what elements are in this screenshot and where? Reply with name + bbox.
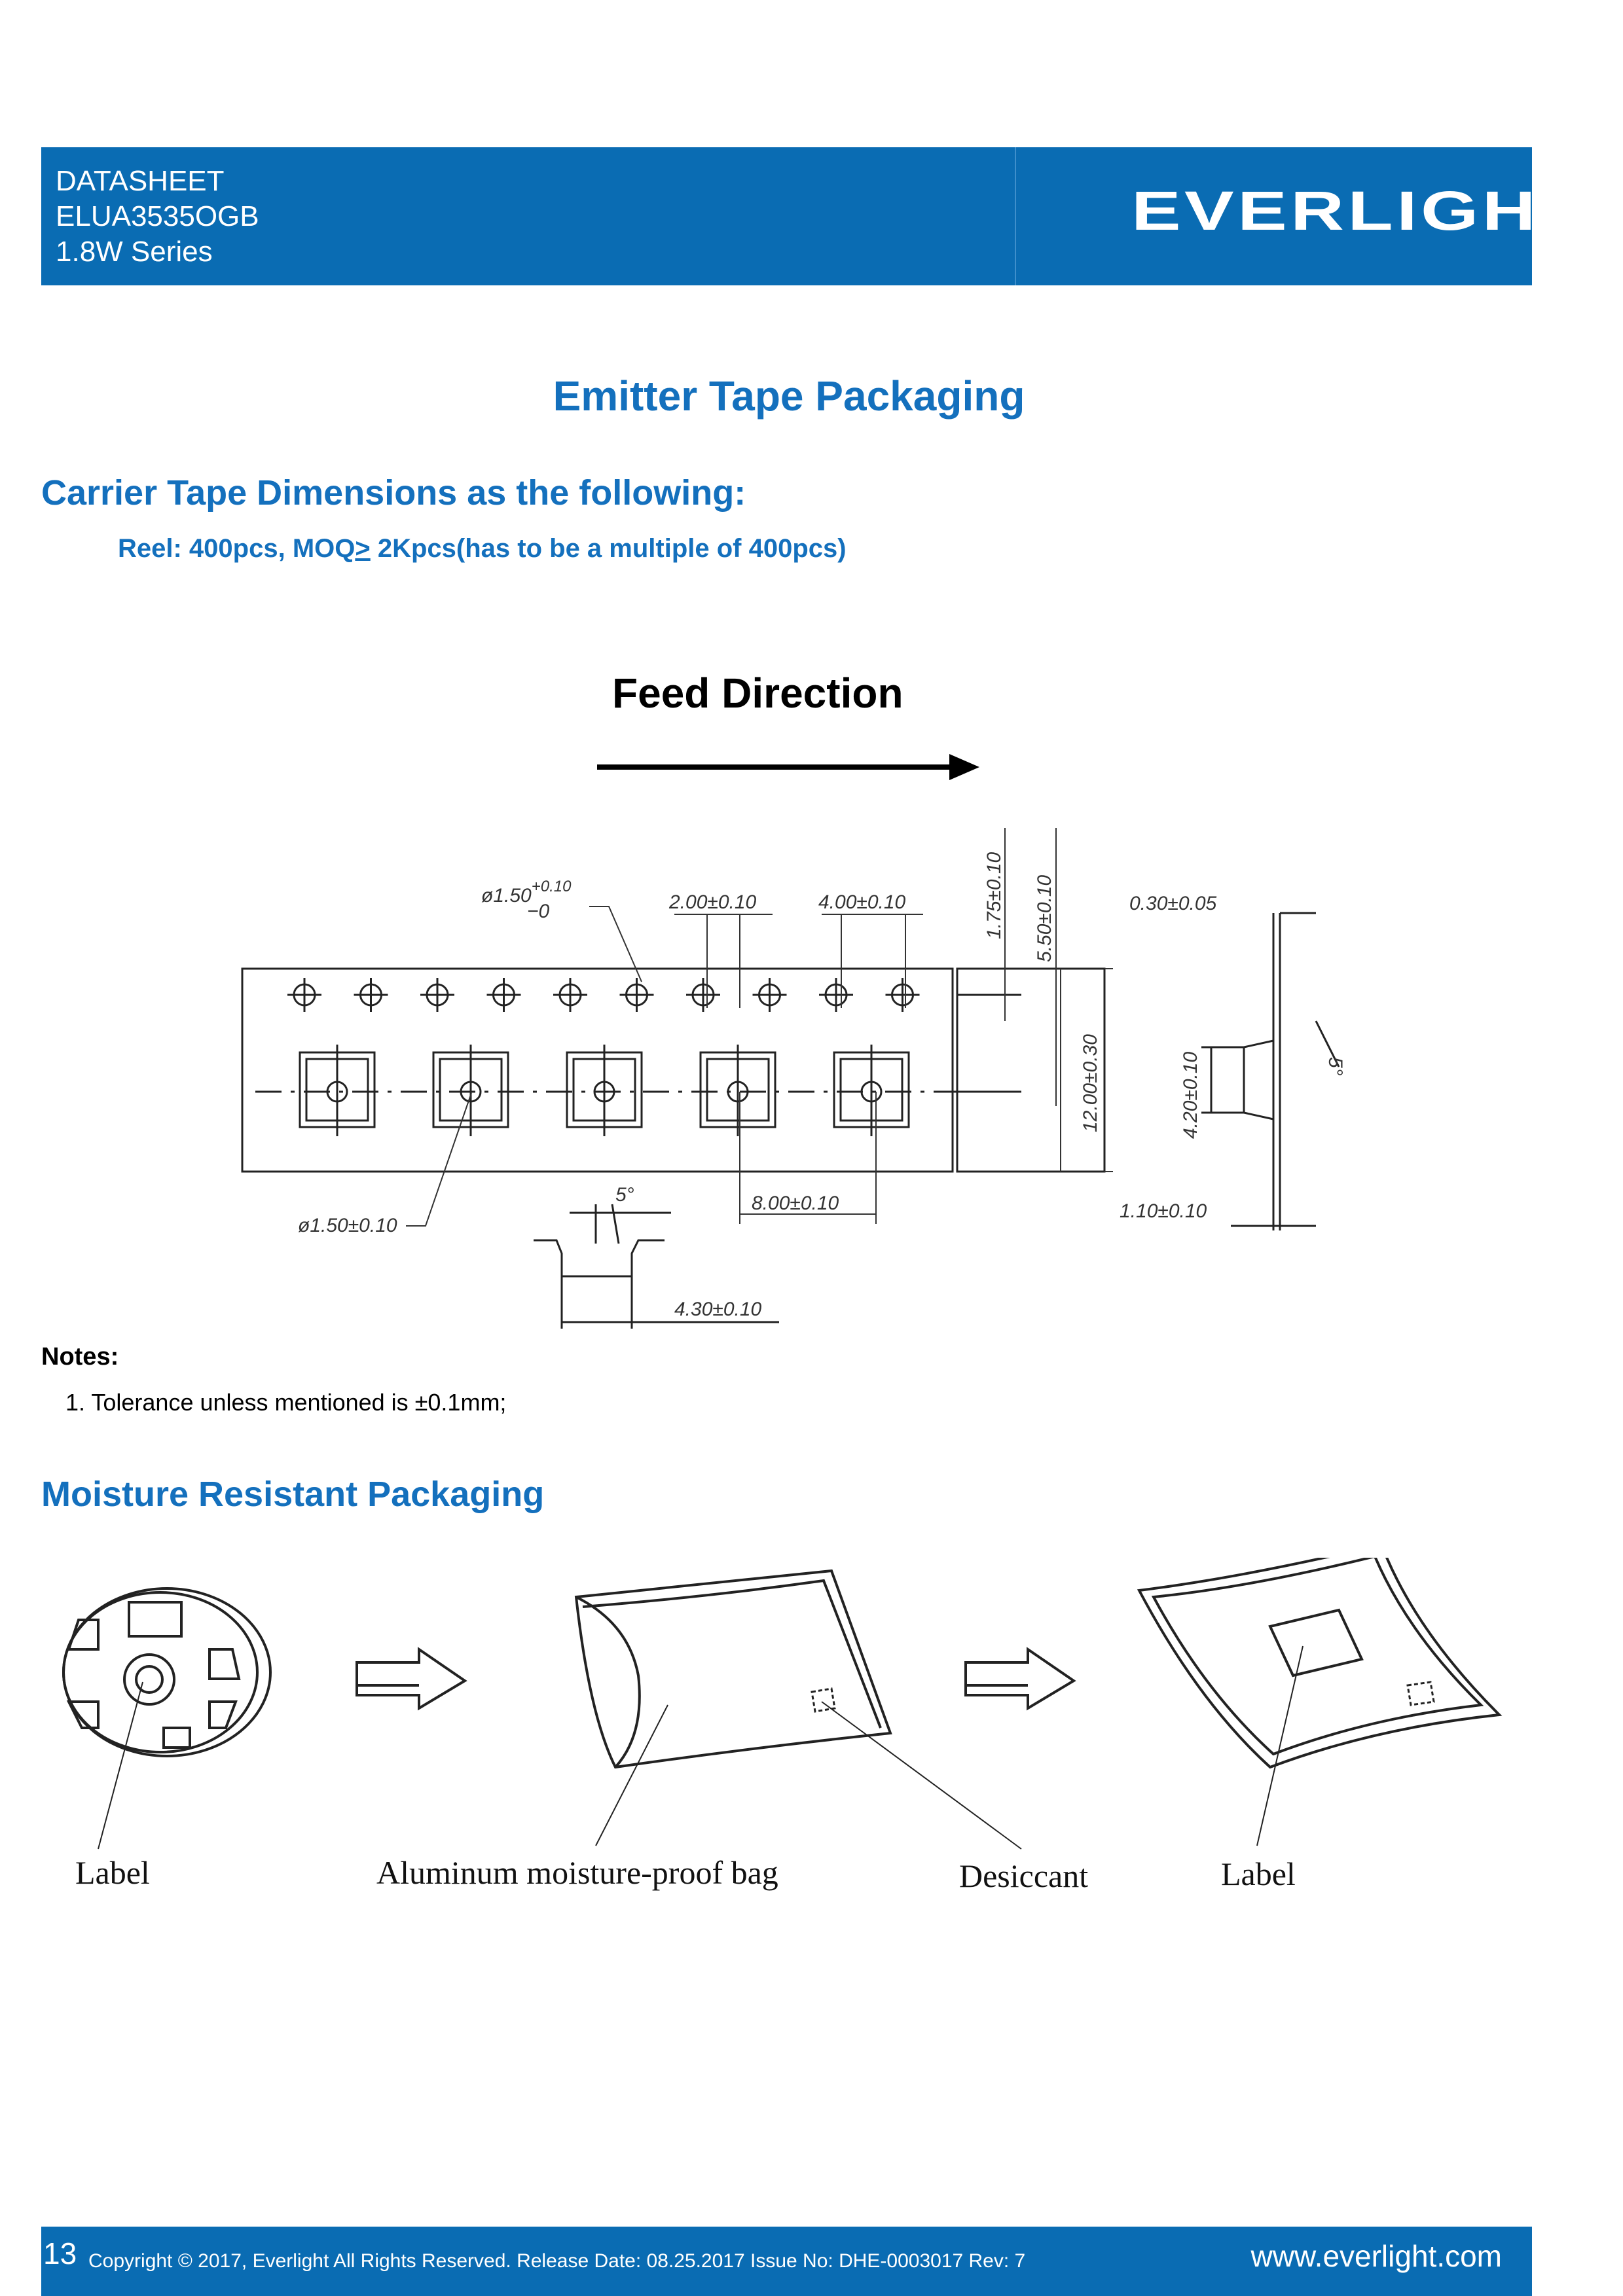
dim-draft-angle-side: 5° <box>1324 1057 1346 1076</box>
tape-cross-section <box>1201 912 1340 1230</box>
component-pockets <box>299 1045 910 1136</box>
pocket <box>699 1045 776 1136</box>
footer-bar: 13 Copyright © 2017, Everlight All Right… <box>41 2227 1532 2296</box>
copyright-text: Copyright © 2017, Everlight All Rights R… <box>88 2250 1026 2272</box>
moisture-packaging-title: Moisture Resistant Packaging <box>41 1475 545 1514</box>
dim-tape-thickness: 0.30±0.05 <box>1129 893 1217 914</box>
dim-sprocket-pitch: 4.00±0.10 <box>818 891 906 913</box>
reel-note-suffix: 2Kpcs(has to be a multiple of 400pcs) <box>370 534 847 563</box>
sprocket-hole <box>486 978 521 1012</box>
sprocket-hole <box>619 978 654 1012</box>
reel-label-text: Label <box>75 1854 150 1891</box>
reel-note-symbol: > <box>355 534 371 563</box>
sprocket-holes <box>287 978 920 1012</box>
pocket <box>432 1045 509 1136</box>
dim-edge-to-hole: 1.75±0.10 <box>983 852 1005 939</box>
carrier-tape-diagram: ø1.50+0.10 −0 2.00±0.10 4.00±0.10 1.75±0… <box>241 754 1346 1329</box>
arrow-icon-1 <box>356 1647 467 1711</box>
dim-tape-width: 12.00±0.30 <box>1080 1034 1101 1132</box>
dim-pocket-pitch: 8.00±0.10 <box>752 1193 839 1214</box>
pocket <box>566 1045 643 1136</box>
sprocket-hole <box>354 978 388 1012</box>
page-number: 13 <box>43 2236 77 2270</box>
note-item: 1. Tolerance unless mentioned is ±0.1mm; <box>65 1389 507 1416</box>
feed-direction-arrow <box>597 754 979 780</box>
reel-note-prefix: Reel: 400pcs, MOQ <box>118 534 356 563</box>
dim-hole-dia-plus: +0.10 <box>532 878 572 895</box>
feed-direction-label: Feed Direction <box>612 670 903 717</box>
tape-side-view <box>956 967 1106 1173</box>
moisture-packaging-diagram: Label Aluminum moisture-proof bag Desicc… <box>62 1558 1503 1894</box>
dim-draft-angle-bottom: 5° <box>615 1184 634 1206</box>
reel-icon <box>62 1587 272 1757</box>
series-name: 1.8W Series <box>56 236 213 268</box>
dim-cover-offset: 1.10±0.10 <box>1120 1200 1207 1222</box>
dim-pocket-depth: 4.20±0.10 <box>1180 1051 1201 1139</box>
svg-text:ø1.50+0.10: ø1.50+0.10 <box>481 878 572 906</box>
header-bar: DATASHEET ELUA3535OGB 1.8W Series EVERLI… <box>41 147 1584 285</box>
dim-hole-dia-minus: −0 <box>527 901 550 922</box>
dim-pocket-hole-dia: ø1.50±0.10 <box>298 1215 397 1236</box>
sprocket-hole <box>819 978 853 1012</box>
sprocket-hole <box>287 978 321 1012</box>
sealed-bag-icon <box>1137 1558 1503 1769</box>
pocket <box>833 1045 910 1136</box>
page-title: Emitter Tape Packaging <box>553 372 1025 420</box>
doc-type: DATASHEET <box>56 165 225 197</box>
dim-hole-to-center: 5.50±0.10 <box>1034 874 1055 962</box>
sprocket-hole <box>752 978 787 1012</box>
sealed-bag-label-text: Label <box>1221 1856 1296 1892</box>
dim-hole-pitch: 2.00±0.10 <box>668 891 757 913</box>
part-number: ELUA3535OGB <box>56 200 259 232</box>
notes-title: Notes: <box>41 1343 119 1371</box>
dim-pocket-width: 4.30±0.10 <box>674 1299 762 1320</box>
dim-hole-dia-top: ø1.50 <box>481 885 532 906</box>
reel-note: Reel: 400pcs, MOQ> 2Kpcs(has to be a mul… <box>118 534 847 564</box>
pocket <box>299 1045 376 1136</box>
header-divider <box>1015 147 1016 285</box>
desiccant-label-text: Desiccant <box>959 1857 1088 1894</box>
carrier-tape-title: Carrier Tape Dimensions as the following… <box>41 473 746 512</box>
sprocket-hole <box>686 978 720 1012</box>
sprocket-hole <box>885 978 920 1012</box>
arrow-icon-2 <box>964 1647 1076 1711</box>
everlight-logo: EVERLIGHT <box>1131 180 1588 242</box>
sprocket-hole <box>553 978 587 1012</box>
aluminum-bag-icon <box>574 1569 892 1769</box>
website-link[interactable]: www.everlight.com <box>1250 2239 1502 2273</box>
bag-label-text: Aluminum moisture-proof bag <box>376 1854 778 1891</box>
dimension-labels: ø1.50+0.10 −0 2.00±0.10 4.00±0.10 1.75±0… <box>298 852 1346 1320</box>
tape-body <box>241 967 954 1173</box>
pocket-profile <box>534 1204 779 1329</box>
sprocket-hole <box>420 978 454 1012</box>
